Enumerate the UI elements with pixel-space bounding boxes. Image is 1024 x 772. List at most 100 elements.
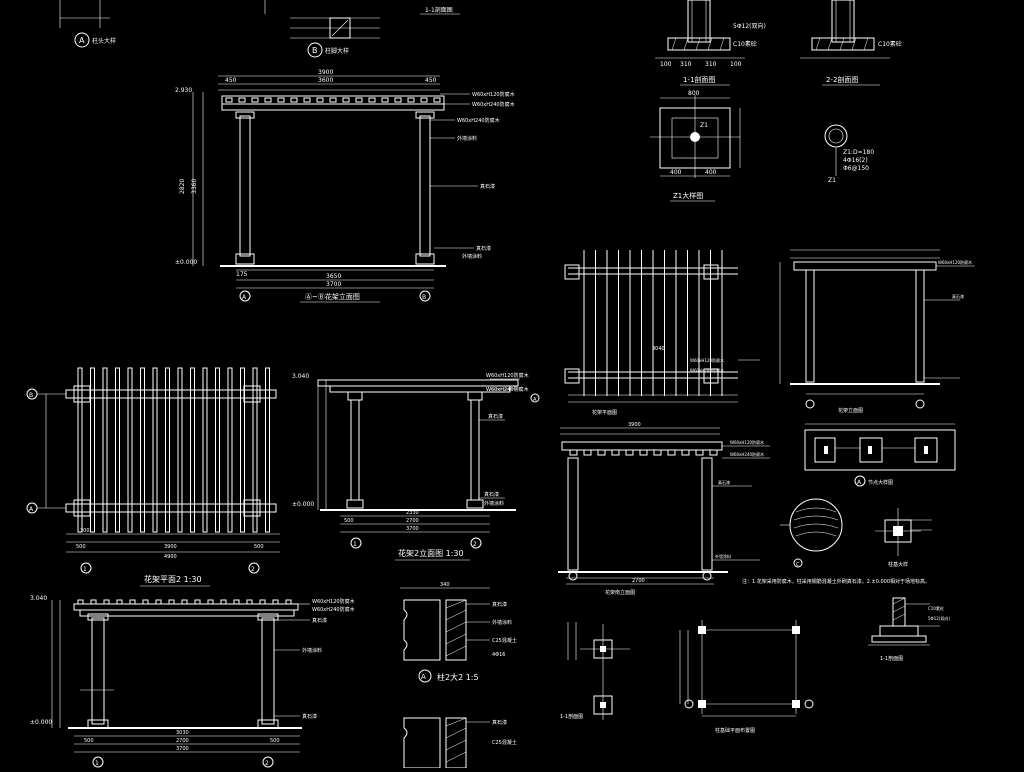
rafter-end-e3 — [142, 599, 149, 605]
e2-leader-stone-b: 真石漆 — [484, 491, 499, 498]
label-c10: C10素砼 — [733, 40, 757, 48]
dim-3360: 3360 — [191, 179, 198, 194]
rafter-end — [225, 97, 233, 103]
rafter-end-e3 — [285, 599, 292, 605]
dim-3700: 3700 — [326, 281, 341, 288]
plan2-slat — [190, 367, 195, 533]
rafter-end — [264, 97, 272, 103]
rafter-end-e3 — [233, 599, 240, 605]
axis-b-plan: B — [29, 392, 33, 399]
rafter-end — [394, 97, 402, 103]
plan2-slat — [265, 367, 270, 533]
marker-b-text: B — [312, 46, 318, 55]
foundation-plan: 1-1剖面图 柱基础平面布置图 — [560, 620, 814, 734]
footing-label-1: C10素砼 — [928, 605, 944, 611]
title-right-elevation: 花架立面图 — [838, 407, 863, 414]
rafter-end — [355, 97, 363, 103]
title-section-11: 1-1剖面图 — [683, 75, 715, 84]
dim-100: 100 — [660, 61, 672, 68]
plan2-slat — [177, 367, 183, 533]
plan2-slat — [202, 367, 208, 533]
dim-310-b: 310 — [705, 61, 717, 68]
rafter-end-r — [597, 449, 606, 456]
rafter-end-e3 — [129, 599, 136, 605]
rafter-end-e3 — [155, 599, 162, 605]
dim-e3-500b: 500 — [270, 738, 280, 744]
e2-leader-paint: 外墙涂料 — [484, 500, 504, 507]
dim-e3-2700: 2700 — [176, 738, 189, 744]
e2-leader-2: W60xH240防腐木 — [486, 386, 529, 393]
leader-stone-b: 真石漆 — [476, 245, 491, 252]
detail-b-fragment: B 柱脚大样 1-1剖面图 — [264, 0, 460, 58]
section-1-1-footing: 100 310 310 100 5Φ12(双向) C10素砼 1-1剖面图 — [655, 0, 766, 86]
rafter-end — [238, 97, 246, 103]
column-detail-a: 340 真石漆 外墙涂料 C25混凝土 4Φ16 A 柱2大2 1:5 真石漆 … — [400, 582, 517, 769]
plan2-slat — [140, 367, 145, 533]
footing-label-2: 5Φ12(双向) — [928, 615, 950, 621]
dim-e3-500: 500 — [84, 738, 94, 744]
title-main-elevation: Ⓐ~Ⓑ花架立面图 — [305, 292, 360, 301]
round-wood-detail: C — [780, 498, 843, 568]
detail-marker-a2: A — [421, 673, 426, 681]
title-node-detail: 节点大样图 — [868, 479, 893, 486]
front-leader-3: 真石漆 — [718, 479, 730, 485]
node-detail-strip: A 节点大样图 — [804, 423, 956, 487]
dim-3600: 3600 — [318, 77, 333, 84]
rafter-end-e3 — [90, 599, 97, 605]
title-footing-sec: 1-1剖面图 — [880, 655, 903, 662]
title-small-base: 柱基大样 — [888, 561, 908, 568]
dim-plan2-500: 500 — [76, 544, 86, 550]
dim-310: 310 — [680, 61, 692, 68]
small-base-detail: 柱基大样 — [875, 508, 932, 568]
rafter-end-e3 — [103, 599, 110, 605]
dim-2820: 2820 — [179, 179, 186, 194]
detail-leader-5: 真石漆 — [492, 719, 507, 726]
rafter-end-e3 — [220, 599, 227, 605]
rafter-end-r — [611, 449, 620, 456]
dim-plan-3040: 3040 — [652, 346, 665, 352]
dim-3900: 3900 — [318, 69, 333, 76]
detail-leader-6: C25混凝土 — [492, 739, 517, 746]
dim-400-b: 400 — [705, 169, 717, 176]
rafter-end-r — [639, 449, 648, 456]
label-z1-rebar: 4Φ16(2) — [843, 157, 868, 164]
axis-1-plan: 1 — [83, 566, 87, 573]
e2-marker-a: A — [533, 397, 537, 403]
title-found-sec: 1-1剖面图 — [560, 713, 583, 720]
axis-1-e3: 1 — [95, 760, 99, 767]
plan-2: B A 300 500 3900 500 4900 1 2 花架平面2 1:30 — [26, 367, 280, 587]
rafter-end-r — [667, 449, 676, 456]
right-side-elevation: W60xH120防腐木 真石漆 花架立面图 — [779, 249, 975, 414]
rafter-end — [381, 97, 389, 103]
z1-round-section: Z1:D=180 4Φ16(2) Φ6@150 Z1 — [824, 124, 874, 184]
rafter-end — [290, 97, 298, 103]
dim-plan2-500b: 500 — [254, 544, 264, 550]
title-plan2: 花架平面2 1:30 — [144, 574, 202, 584]
elev-3040-e3: 3.040 — [30, 595, 47, 602]
dim-plan2-300: 300 — [80, 528, 90, 534]
label-rebar: 5Φ12(双向) — [733, 22, 766, 30]
front-leader-2: W60xH240防腐木 — [730, 451, 764, 457]
right-plan-view: 花架平面图 W60xH120防腐木 W60xH240防腐木 3040 — [564, 250, 760, 416]
front-leader-1: W60xH120防腐木 — [730, 439, 764, 445]
plan2-slat — [165, 367, 170, 533]
rafter-end — [407, 97, 415, 103]
plan2-slat — [102, 367, 108, 533]
axis-a-main: A — [242, 294, 247, 301]
rafter-end — [368, 97, 376, 103]
plan2-slat — [252, 367, 258, 533]
rafter-end-e3 — [272, 599, 279, 605]
plan-leader-1: W60xH120防腐木 — [690, 357, 724, 363]
plan2-slat — [115, 367, 120, 533]
plan2-slat — [77, 367, 83, 533]
e3-leader-4: 外墙涂料 — [302, 647, 322, 654]
elevation-3: 3.040 ±0.000 3030 500 2700 500 3700 1 2 … — [30, 595, 355, 768]
rafter-ends-right — [569, 449, 718, 456]
leader-stone: 真石漆 — [480, 183, 495, 190]
dim-plan2-4900: 4900 — [164, 554, 177, 560]
dim-e3-3700: 3700 — [176, 746, 189, 752]
title-detail-a2: 柱2大2 1:5 — [437, 672, 479, 682]
plan2-slat — [240, 367, 245, 533]
